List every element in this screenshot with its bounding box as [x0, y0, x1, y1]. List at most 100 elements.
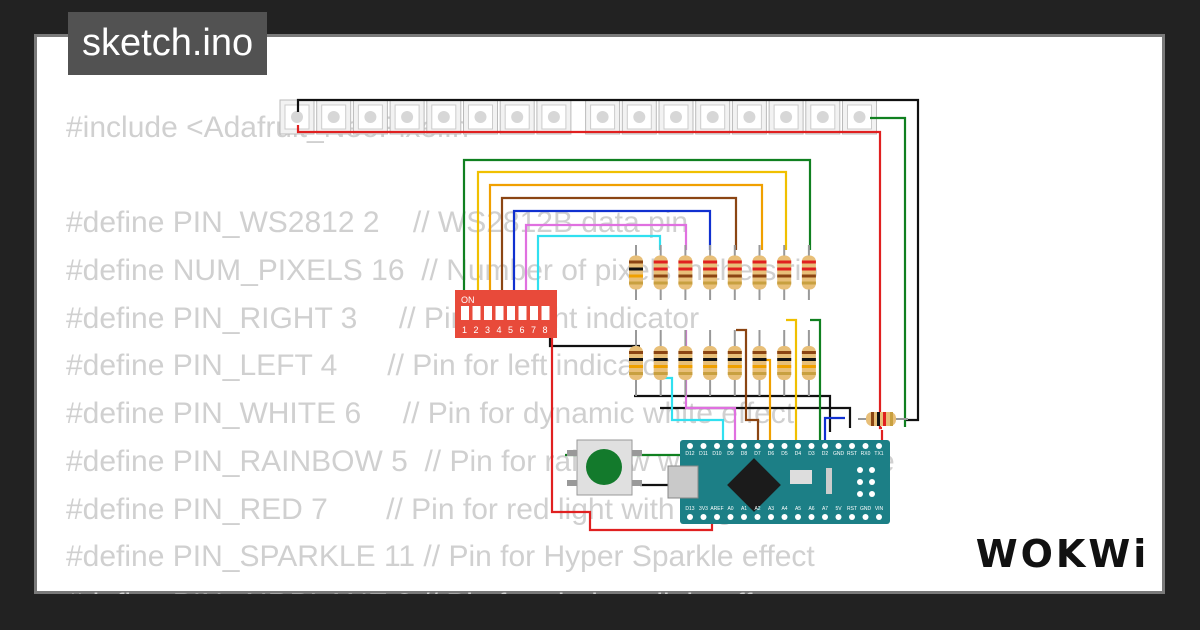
resistor[interactable] — [727, 245, 742, 300]
header-pin — [795, 514, 801, 520]
code-line: #define PIN_WHITE 6 // Pin for dynamic w… — [66, 397, 795, 431]
dip-toggle[interactable] — [541, 306, 550, 320]
header-pin — [822, 514, 828, 520]
neopixel-led[interactable] — [658, 99, 694, 135]
reset-button[interactable] — [790, 470, 812, 484]
header-pin — [714, 443, 720, 449]
neopixel-led[interactable] — [695, 99, 731, 135]
neopixel-led[interactable] — [316, 99, 352, 135]
pin-label: D2 — [822, 451, 829, 457]
neopixel-led[interactable] — [805, 99, 841, 135]
header-pin — [714, 514, 720, 520]
neopixel-led[interactable] — [426, 99, 462, 135]
pin-label: GND — [860, 506, 872, 512]
resistor[interactable] — [629, 245, 643, 300]
dip-toggle[interactable] — [507, 306, 515, 320]
code-line: #define PIN_SPARKLE 11 // Pin for Hyper … — [66, 540, 815, 574]
dip-toggle[interactable] — [472, 306, 481, 320]
resistor[interactable] — [801, 245, 816, 300]
header-pin — [862, 514, 869, 520]
dip-toggle[interactable] — [495, 306, 504, 320]
dip-number: 4 — [497, 325, 502, 335]
wire-black-gnd — [296, 98, 920, 422]
pin-label: A4 — [781, 506, 787, 512]
header-pin — [835, 514, 842, 520]
pin-label: D12 — [685, 451, 694, 457]
pin-label: D9 — [727, 451, 734, 457]
wire-brown-sw4 — [500, 196, 738, 300]
resistor[interactable] — [777, 330, 792, 396]
resistor[interactable] — [777, 245, 792, 300]
wire-cyan-sw7 — [536, 234, 662, 300]
wire-green-d3 — [810, 318, 822, 440]
dip-toggle[interactable] — [484, 306, 492, 320]
pin-label: D5 — [781, 451, 788, 457]
dip-number: 2 — [474, 325, 479, 335]
neopixel-led[interactable] — [768, 99, 804, 135]
pin-label: RX0 — [861, 451, 871, 457]
header-pin — [741, 443, 747, 449]
neopixel-led[interactable] — [621, 99, 657, 135]
header-pin — [781, 514, 788, 520]
wire-green-data — [870, 116, 907, 427]
resistor[interactable] — [801, 330, 816, 396]
wire-blue-d2 — [823, 416, 845, 440]
resistor[interactable] — [678, 245, 693, 300]
dip-number: 5 — [508, 325, 513, 335]
resistor[interactable] — [752, 330, 767, 396]
push-button[interactable] — [567, 439, 642, 496]
dip-toggle[interactable] — [530, 306, 538, 320]
pin-label: D13 — [685, 506, 694, 512]
header-pin — [741, 514, 747, 520]
resistor[interactable] — [653, 330, 668, 396]
header-pin — [795, 443, 801, 449]
resistor[interactable] — [727, 330, 742, 396]
pin-label: D7 — [754, 451, 761, 457]
resistor[interactable] — [653, 245, 668, 300]
pin-label: A1 — [741, 506, 747, 512]
pin-label: TX1 — [874, 451, 883, 457]
dip-number: 1 — [462, 325, 467, 335]
wokwi-logo: WOKWi — [975, 530, 1150, 578]
wire-pink-sw6 — [524, 223, 688, 300]
pin-label: D11 — [699, 451, 708, 457]
header-pin — [781, 443, 788, 449]
neopixel-led[interactable] — [463, 99, 498, 135]
neopixel-led[interactable] — [352, 99, 388, 135]
icsp-header — [857, 467, 875, 497]
resistor[interactable] — [678, 330, 693, 396]
header-pin — [727, 443, 734, 449]
pin-label: GND — [833, 451, 845, 457]
pin-label: A3 — [768, 506, 774, 512]
neopixel-led[interactable] — [731, 99, 767, 135]
neopixel-led[interactable] — [585, 99, 621, 135]
neopixel-led[interactable] — [389, 99, 425, 135]
pin-label: RST — [847, 506, 857, 512]
wire-brown-d6 — [736, 328, 760, 440]
pin-label: A5 — [795, 506, 801, 512]
header-pin — [768, 514, 774, 520]
neopixel-led[interactable] — [499, 99, 535, 135]
code-line: #define PIN_LEFT 4 // Pin for left indic… — [66, 349, 670, 383]
wire-red-switch — [550, 335, 714, 532]
pin-label: A6 — [808, 506, 814, 512]
dip-toggle[interactable] — [461, 306, 469, 320]
header-pin — [754, 443, 761, 449]
wires — [296, 98, 920, 532]
resistor[interactable] — [629, 330, 643, 396]
wire-orange-sw3 — [488, 183, 764, 300]
neopixel-led[interactable] — [842, 99, 877, 135]
dip-toggle[interactable] — [518, 306, 527, 320]
wire-cyan-d10 — [660, 376, 725, 440]
resistor[interactable] — [752, 245, 767, 300]
button-cap[interactable] — [586, 449, 622, 485]
resistor-vin[interactable] — [858, 412, 908, 426]
resistor[interactable] — [703, 245, 718, 300]
resistor[interactable] — [703, 330, 718, 396]
wire-blue-sw5 — [512, 209, 712, 300]
wire-black-res-row2 — [660, 406, 852, 428]
header-pin — [754, 514, 761, 520]
neopixel-led[interactable] — [536, 99, 572, 135]
